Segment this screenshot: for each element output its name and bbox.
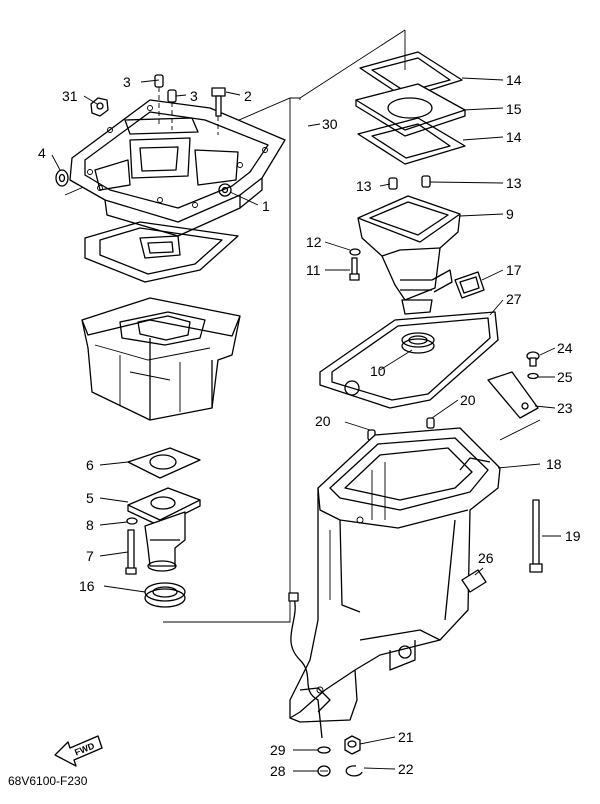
callout-28: 28 <box>270 763 286 779</box>
callout-22: 22 <box>398 761 414 777</box>
part-26-grommet <box>461 569 487 593</box>
callout-8: 8 <box>86 517 94 533</box>
part-14-gasket-lower <box>357 117 466 165</box>
lower-gasket <box>84 221 239 283</box>
callout-9: 9 <box>506 206 514 222</box>
part-12-washer <box>349 248 361 256</box>
callout-13b: 13 <box>506 175 522 191</box>
callout-13a: 13 <box>356 178 372 194</box>
callout-10: 10 <box>370 363 386 379</box>
part-21-nut <box>344 735 361 755</box>
part-19-bolt <box>529 499 543 573</box>
callout-18: 18 <box>546 456 562 472</box>
part-25-washer <box>527 372 539 380</box>
part-1-exhaust-guide <box>69 99 286 237</box>
callout-6: 6 <box>86 457 94 473</box>
callout-26: 26 <box>478 550 494 566</box>
callout-5: 5 <box>86 490 94 506</box>
callout-25: 25 <box>557 369 573 385</box>
part-6-gasket <box>127 447 201 479</box>
callout-24: 24 <box>557 340 573 356</box>
part-10-seal <box>401 332 435 354</box>
part-7-bolt <box>125 529 137 575</box>
callout-19: 19 <box>565 528 581 544</box>
callout-labels: 3 3 2 31 4 1 30 14 15 14 13 13 9 12 11 1… <box>38 72 581 779</box>
part-17-mount <box>454 271 485 299</box>
callout-17: 17 <box>506 262 522 278</box>
part-2-bolt <box>211 87 226 135</box>
callout-27: 27 <box>506 291 522 307</box>
callout-31: 31 <box>62 88 78 104</box>
callout-15: 15 <box>506 101 522 117</box>
part-27-gasket <box>319 311 499 409</box>
part-23-cover-plate <box>487 371 539 419</box>
part-9-exhaust-manifold <box>357 195 461 315</box>
fwd-arrow-icon: FWD <box>54 735 103 767</box>
callout-3b: 3 <box>190 88 198 104</box>
callout-29: 29 <box>270 742 286 758</box>
part-18-upper-casing <box>289 427 501 723</box>
callout-4: 4 <box>38 145 46 161</box>
callout-11: 11 <box>306 262 321 278</box>
drawing-code: 68V6100-F230 <box>8 774 88 788</box>
callout-2: 2 <box>244 88 252 104</box>
callout-30: 30 <box>322 116 338 132</box>
part-15-plate <box>355 83 466 137</box>
callout-20b: 20 <box>460 392 476 408</box>
part-29-washer <box>317 746 331 754</box>
part-16-seal <box>144 582 186 608</box>
part-4-grommet <box>55 169 69 187</box>
part-11-bolt <box>349 257 360 281</box>
callout-14a: 14 <box>506 72 522 88</box>
part-8-washer <box>126 517 138 525</box>
callout-16: 16 <box>79 578 95 594</box>
part-24-screw <box>526 351 540 367</box>
callout-23: 23 <box>557 400 573 416</box>
part-14-gasket-upper <box>359 51 463 99</box>
leader-lines <box>51 77 561 772</box>
oil-pan <box>81 297 241 421</box>
part-28-screw <box>317 765 331 777</box>
callout-12: 12 <box>306 234 322 250</box>
callout-3a: 3 <box>123 74 131 90</box>
callout-20a: 20 <box>315 413 331 429</box>
part-3-dowel-pins <box>154 74 177 130</box>
exhaust-elbow <box>144 511 186 572</box>
callout-21: 21 <box>398 729 414 745</box>
part-5-flange-plate <box>127 487 201 527</box>
part-31-plug <box>90 97 109 117</box>
callout-1: 1 <box>262 198 270 214</box>
part-22-clip <box>345 765 363 777</box>
callout-14b: 14 <box>506 129 522 145</box>
callout-7: 7 <box>86 548 94 564</box>
wire-harness <box>288 592 323 739</box>
part-13-pins <box>388 175 431 190</box>
